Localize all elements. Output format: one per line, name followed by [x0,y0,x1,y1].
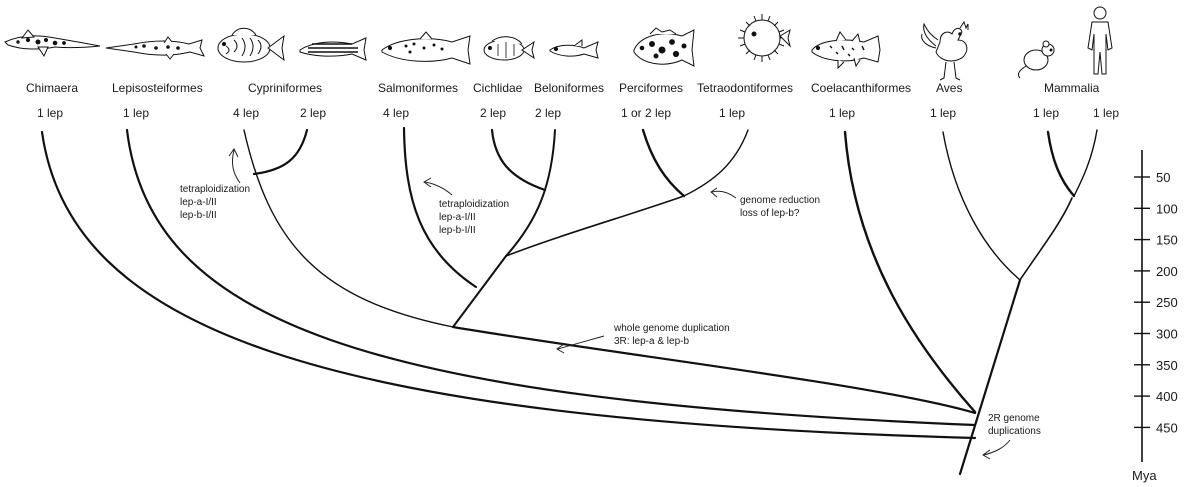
lep-count: 4 lep [383,106,409,120]
branch-salmoniformes [402,126,478,289]
branch-mammalia [1019,197,1073,281]
annotation-line: 2R genome [988,413,1040,424]
rooster-icon [922,22,968,80]
whole-genome-duplication-note: whole genome duplication 3R: lep-a & lep… [556,323,730,354]
pufferfish-icon [738,14,790,62]
axis-tick-label: 100 [1156,201,1178,216]
tree-branches [40,126,1098,476]
grouper-icon [634,28,694,66]
lep-count: 1 lep [37,106,63,120]
branch-clade [452,255,507,328]
taxon-label: Beloniformes [534,81,604,95]
genome-reduction-note: genome reduction loss of lep-b? [710,187,820,219]
taxon-label: Chimaera [26,81,78,95]
lep-count: 1 lep [1093,106,1119,120]
branch-percomorph [505,195,685,257]
carp-and-zebrafish-icon [218,28,366,62]
annotation-line: tetraploidization [180,184,250,195]
lep-count: 2 lep [535,106,561,120]
annotation-arrow [983,439,1011,456]
lep-count: 1 lep [930,106,956,120]
trout-icon [382,32,470,64]
arrowhead [228,148,239,158]
annotation-line: genome reduction [740,195,820,206]
branch-teleosts [451,325,977,415]
branch-beloniformes [505,129,556,257]
coelacanth-icon [812,32,880,68]
annotation-line: lep-a-I/II [180,197,217,208]
lep-count: 1 or 2 lep [621,106,671,120]
axis-tick-label: 50 [1156,170,1170,185]
axis-tick-label: 450 [1156,420,1178,435]
branch-aves [942,131,1021,281]
axis-unit-label: Mya [1132,468,1157,483]
chimaera-fish-icon [5,30,100,56]
gar-fish-icon [106,37,204,59]
axis-tick-label: 300 [1156,327,1178,342]
time-axis: 50 100 150 200 250 300 350 400 450 Mya [1132,150,1178,483]
annotation-line: loss of lep-b? [740,208,800,219]
taxon-label: Salmoniformes [378,81,458,95]
lep-count: 2 lep [480,106,506,120]
axis-tick-label: 400 [1156,389,1178,404]
lep-count: 2 lep [300,106,326,120]
axis-tick-label: 150 [1156,233,1178,248]
annotation-line: 3R: lep-a & lep-b [614,336,689,347]
annotation-line: duplications [988,426,1041,437]
annotation-arrow [557,335,605,350]
branch-cypriniformes [243,129,454,328]
lep-count: 1 lep [719,106,745,120]
annotation-line: lep-a-I/II [439,212,476,223]
axis-tick-label: 250 [1156,295,1178,310]
medaka-icon [550,40,598,58]
branch-coelacanthiformes [843,130,977,414]
two-r-duplication-note: 2R genome duplications [982,413,1041,460]
salmonid-tetraploidization-note: tetraploidization lep-a-I/II lep-b-I/II [423,177,509,236]
branch-tetraodontiformes [683,129,749,197]
annotation-arrow [711,190,737,199]
branch-mammalia-2 [1073,129,1098,197]
branch-perciformes [641,128,686,198]
branch-mammalia-1 [1046,130,1076,198]
branch-chimaera [40,130,977,440]
arrowhead [982,449,991,460]
cichlid-icon [484,37,534,60]
lep-count: 1 lep [123,106,149,120]
arrowhead [710,187,718,198]
arrowhead [556,343,565,354]
taxon-label: Perciformes [619,81,683,95]
lep-count: 1 lep [829,106,855,120]
annotation-line: lep-b-I/II [180,210,217,221]
annotation-line: tetraploidization [439,199,509,210]
branch-cypriniformes-2 [252,128,309,176]
annotation-line: lep-b-I/II [439,225,476,236]
annotation-arrow [231,149,241,184]
mouse-and-human-icon [1018,7,1112,78]
taxon-label: Cichlidae [473,81,523,95]
lep-count: 4 lep [233,106,259,120]
taxon-label: Tetraodontiformes [697,81,793,95]
branch [958,278,1022,476]
lep-count: 1 lep [1033,106,1059,120]
taxon-label: Aves [936,81,962,95]
cyprinid-tetraploidization-note: tetraploidization lep-a-I/II lep-b-I/II [180,148,250,221]
branch-lepisosteiformes [125,128,977,427]
taxon-label: Mammalia [1044,81,1100,95]
annotation-line: whole genome duplication [613,323,730,334]
taxon-label: Cypriniformes [248,81,322,95]
annotation-arrow [424,181,453,196]
axis-tick-label: 350 [1156,358,1178,373]
branch-cichlidae [490,128,547,192]
taxon-label: Coelacanthiformes [811,81,911,95]
axis-tick-label: 200 [1156,264,1178,279]
taxon-label: Lepisosteiformes [112,81,203,95]
arrowhead [423,177,432,188]
